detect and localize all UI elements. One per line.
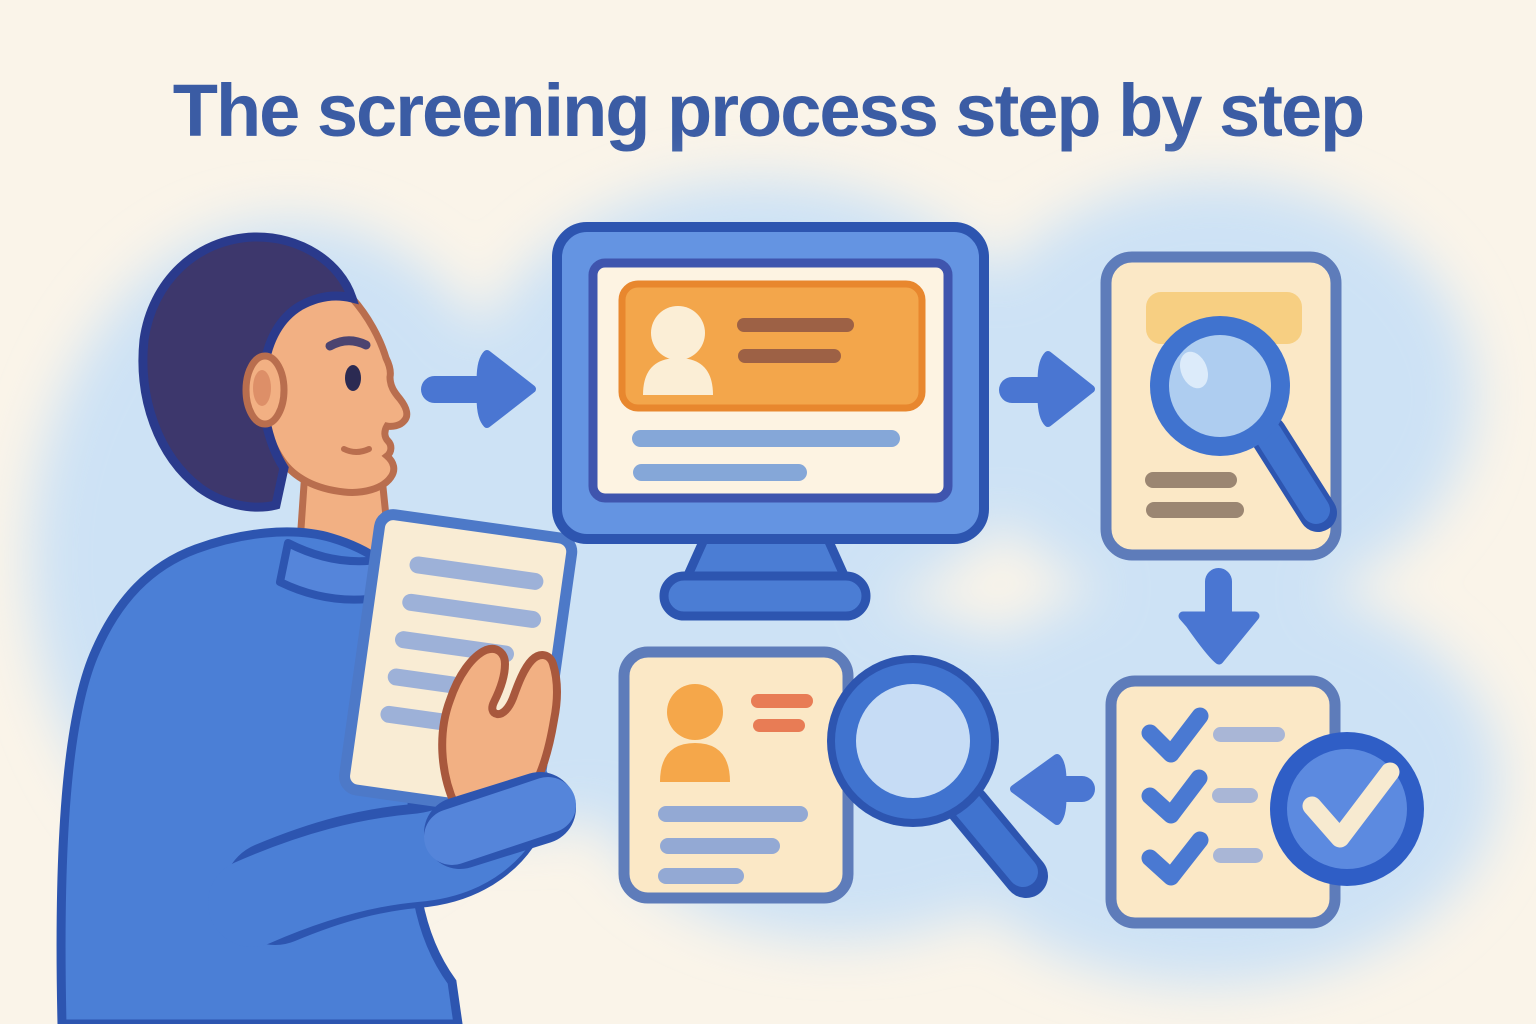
- person-mouth: [341, 446, 372, 455]
- person-cuff: [424, 772, 576, 869]
- arrow-left-icon: [1010, 754, 1095, 825]
- person-eye: [345, 365, 361, 391]
- arrow-right-icon-2: [999, 351, 1095, 427]
- screen-text-lines: [632, 430, 900, 481]
- monitor-profile-card: [552, 222, 989, 621]
- cv-text-lines: [658, 806, 808, 884]
- arrow-right-icon: [421, 350, 536, 428]
- approved-check-badge: [1270, 732, 1424, 886]
- checklist-text-lines: [1212, 727, 1285, 863]
- arrow-down-icon: [1178, 568, 1260, 665]
- monitor-stand: [659, 530, 871, 621]
- cv-header-lines: [751, 694, 813, 732]
- profile-card-text-lines: [737, 318, 854, 363]
- person-ear: [242, 352, 288, 428]
- magnifier-icon-2: [827, 655, 1048, 898]
- cv-magnifier-review: [618, 646, 1048, 904]
- person-eyebrow: [325, 336, 371, 351]
- cv-document: [618, 646, 854, 904]
- profile-avatar-icon: [643, 306, 713, 395]
- document-text-lines-2: [1145, 472, 1244, 518]
- checklist-approved: [1105, 675, 1424, 929]
- cv-avatar-icon: [660, 684, 730, 782]
- profile-card: [618, 280, 926, 412]
- checkmarks: [1141, 707, 1209, 886]
- magnifier-icon: [1150, 316, 1337, 532]
- document-magnifier-review: [1100, 251, 1342, 561]
- page-title: The screening process step by step: [172, 69, 1365, 152]
- person-recruiter: [56, 232, 578, 1024]
